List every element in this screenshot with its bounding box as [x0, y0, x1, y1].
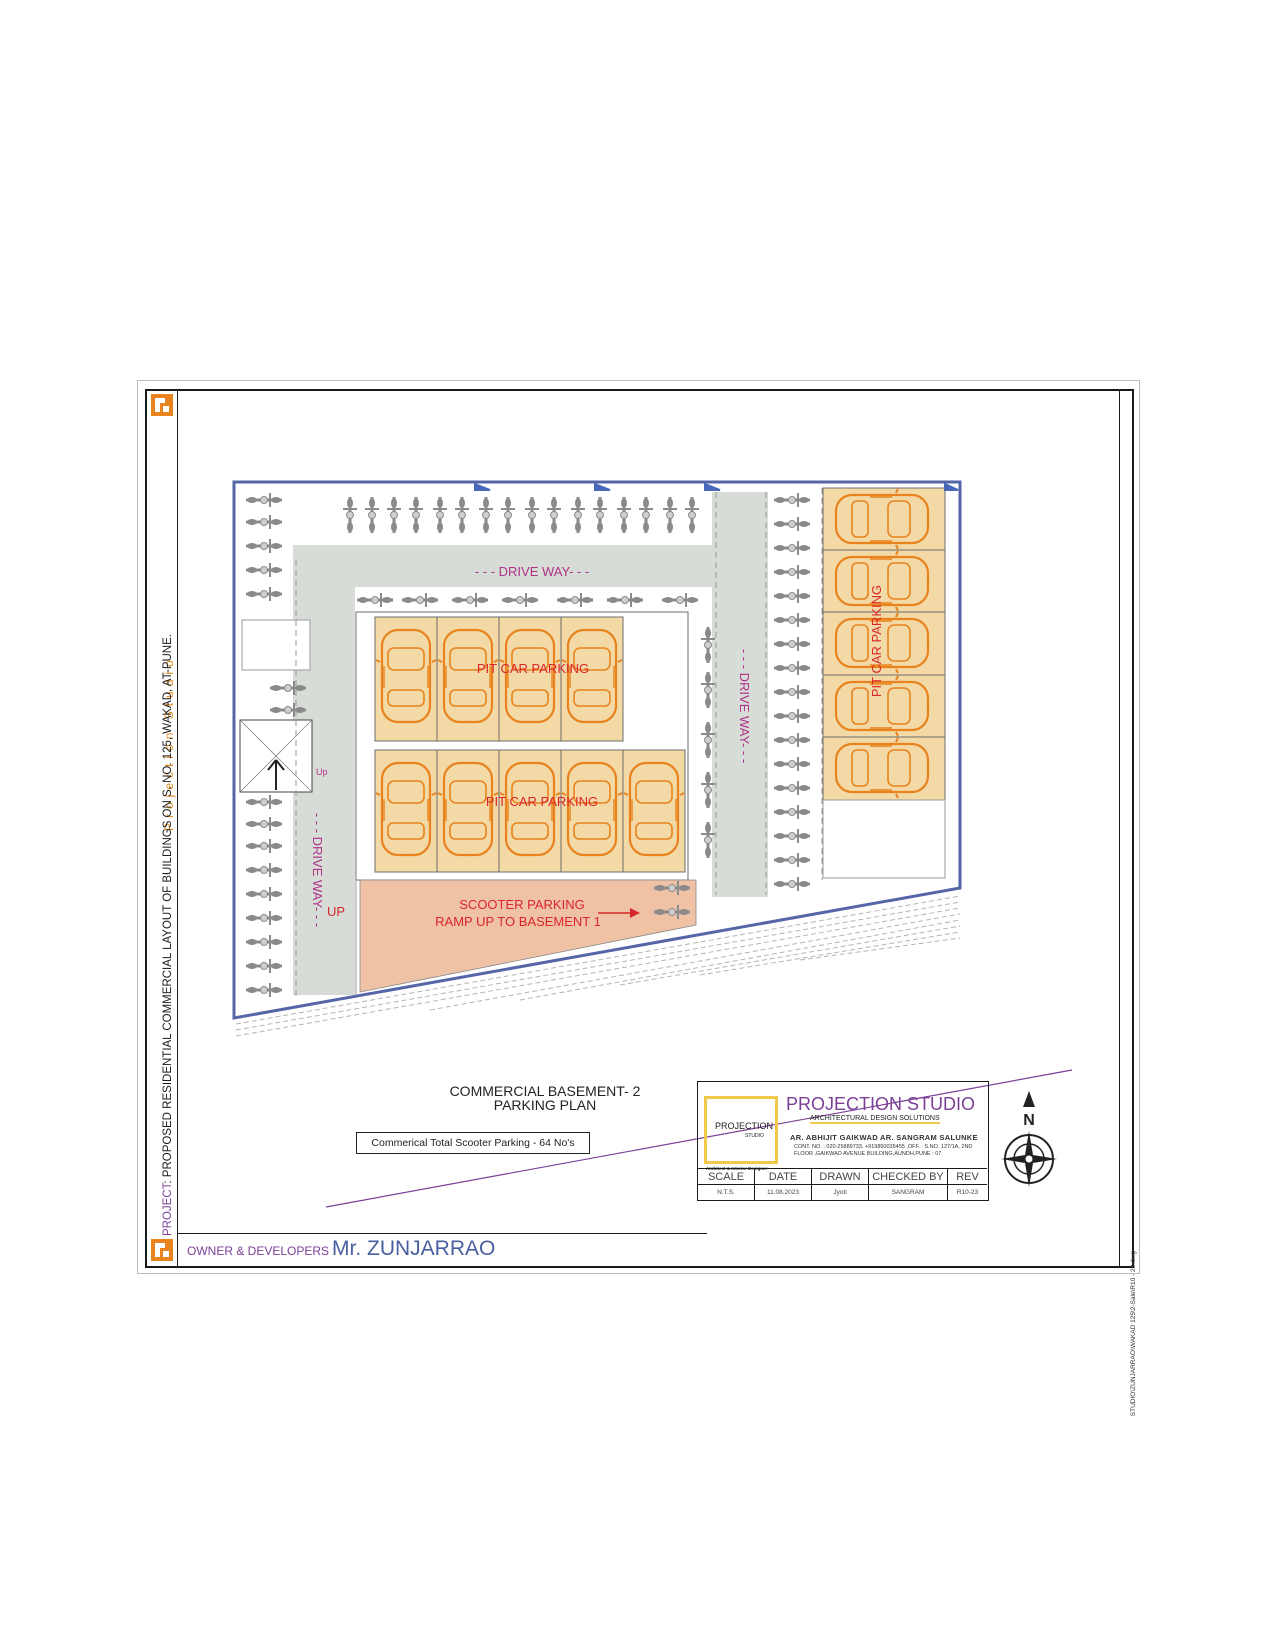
firm-tagline: ARCHITECTURAL DESIGN SOLUTIONS: [810, 1115, 940, 1124]
file-path-text: STUDIO\ZUNJARRAO\WAKAD 125\2-Sale\R10 - …: [1130, 1251, 1137, 1417]
studio-logo-top-icon: [151, 394, 173, 416]
architect-names: AR. ABHIJIT GAIKWAD AR. SANGRAM SALUNKE: [790, 1133, 978, 1142]
header-scale: SCALE: [698, 1168, 755, 1185]
title-block-logo-text: PROJECTION: [715, 1121, 774, 1131]
value-drawn: Jyoti: [812, 1184, 869, 1201]
owner-name: Mr. ZUNJARRAO: [332, 1237, 496, 1260]
right-strip: STUDIO\ZUNJARRAO\WAKAD 125\2-Sale\R10 - …: [1119, 391, 1137, 1416]
value-date: 11.08.2023: [755, 1184, 812, 1201]
drawing-sheet: Projection Studio PROJECT: PROPOSED RESI…: [137, 380, 1140, 1416]
project-label: PROJECT: [162, 1183, 174, 1236]
header-date: DATE: [755, 1168, 812, 1185]
value-scale: N.T.S.: [698, 1184, 755, 1201]
owner-label: OWNER & DEVELOPERS :: [187, 1244, 336, 1258]
plan-title: COMMERCIAL BASEMENT- 2 PARKING PLAN: [440, 1084, 650, 1112]
owner-row: OWNER & DEVELOPERS : Mr. ZUNJARRAO: [177, 1233, 707, 1266]
north-compass-icon: N: [1001, 1091, 1057, 1187]
value-checked-by: SANGRAM: [869, 1184, 948, 1201]
header-checked-by: CHECKED BY: [869, 1168, 948, 1185]
left-title-strip: Projection Studio PROJECT: PROPOSED RESI…: [147, 391, 178, 1266]
plan-title-line1: COMMERCIAL BASEMENT- 2: [449, 1083, 641, 1099]
title-block-logo: PROJECTION STUDIO: [704, 1096, 778, 1164]
title-block-logo-sub: STUDIO: [745, 1133, 764, 1139]
studio-logo-bottom-icon: [151, 1239, 173, 1261]
drawing-border: Projection Studio PROJECT: PROPOSED RESI…: [145, 389, 1137, 1416]
compass-north-label: N: [1023, 1112, 1035, 1129]
title-block: PROJECTION STUDIO Architect & Interior D…: [697, 1081, 989, 1201]
firm-contact: CONT. NO. : 020-25889733, +919850035455 …: [794, 1144, 973, 1157]
firm-name: PROJECTION STUDIO: [786, 1094, 976, 1114]
value-rev: R10-23: [948, 1184, 987, 1201]
project-vertical-text: PROJECT: PROPOSED RESIDENTIAL COMMERCIAL…: [162, 634, 174, 1236]
header-rev: REV: [948, 1168, 987, 1185]
total-scooter-note: Commerical Total Scooter Parking - 64 No…: [356, 1132, 590, 1154]
project-description: : PROPOSED RESIDENTIAL COMMERCIAL LAYOUT…: [162, 634, 174, 1184]
plan-title-line2: PARKING PLAN: [493, 1097, 597, 1113]
header-drawn: DRAWN: [812, 1168, 869, 1185]
